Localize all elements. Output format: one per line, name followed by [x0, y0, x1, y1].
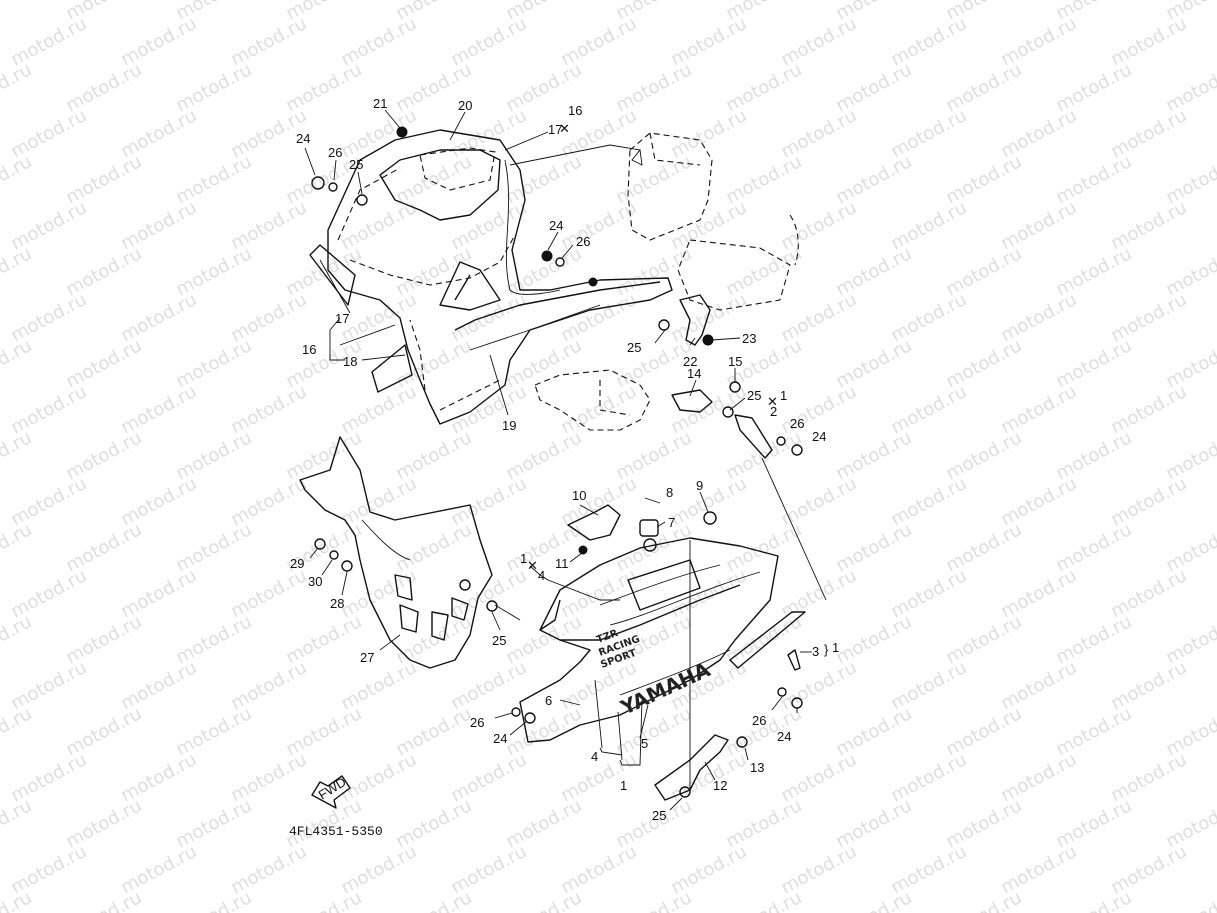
callout-1: 1	[520, 551, 527, 566]
callout-13: 13	[750, 760, 764, 775]
bracket-glyph: ✕	[767, 394, 778, 409]
bracket-part-12	[654, 734, 748, 801]
stay-part-2	[734, 414, 773, 459]
watermark-text: motod.ru	[0, 0, 35, 24]
decal-panels-17-18	[309, 244, 413, 393]
callout-24: 24	[493, 731, 507, 746]
callout-30: 30	[308, 574, 322, 589]
callout-20: 20	[458, 98, 472, 113]
callout-16: 16	[568, 103, 582, 118]
callout-26: 26	[470, 715, 484, 730]
callout-7: 7	[668, 515, 675, 530]
watermark-text: motod.ru	[0, 427, 35, 484]
bracket-part-22	[658, 294, 711, 346]
callout-3: 3	[812, 644, 819, 659]
callout-29: 29	[290, 556, 304, 571]
callout-1: 1	[780, 388, 787, 403]
callout-17: 17	[548, 122, 562, 137]
callout-4: 4	[591, 749, 598, 764]
watermark-text: motod.ru	[62, 887, 145, 913]
watermark-text: motod.ru	[0, 795, 35, 852]
callout-24: 24	[777, 729, 791, 744]
watermark-text: motod.ru	[1162, 59, 1217, 116]
watermark-text: motod.ru	[0, 703, 35, 760]
callout-17: 17	[335, 311, 349, 326]
watermark-text: motod.ru	[0, 243, 35, 300]
watermark-text: motod.ru	[1162, 335, 1217, 392]
callout-21: 21	[373, 96, 387, 111]
watermark-text: motod.ru	[1162, 887, 1217, 913]
watermark-text: motod.ru	[722, 887, 805, 913]
mount-parts-7-11	[567, 497, 717, 555]
watermark-text: motod.ru	[0, 335, 35, 392]
assembly-guide-lines	[494, 457, 827, 790]
callout-14: 14	[687, 366, 701, 381]
bracket-part-14	[671, 381, 741, 418]
callout-26: 26	[790, 416, 804, 431]
callout-16: 16	[302, 342, 316, 357]
callout-26: 26	[576, 234, 590, 249]
watermark-text: motod.ru	[0, 519, 35, 576]
callout-25: 25	[747, 388, 761, 403]
bracket-glyph: }	[824, 642, 829, 657]
upper-fairing-part-19	[327, 129, 673, 425]
watermark-text: motod.ru	[1162, 427, 1217, 484]
bracket-glyph: ✕	[527, 558, 538, 573]
callout-27: 27	[360, 650, 374, 665]
callout-18: 18	[343, 354, 357, 369]
watermark-text: motod.ru	[832, 887, 915, 913]
watermark-text: motod.ru	[392, 887, 475, 913]
watermark-text: motod.ru	[0, 611, 35, 668]
callout-10: 10	[572, 488, 586, 503]
callout-22: 22	[683, 354, 697, 369]
callout-25: 25	[492, 633, 506, 648]
watermark-text: motod.ru	[172, 887, 255, 913]
callout-15: 15	[728, 354, 742, 369]
watermark-text: motod.ru	[502, 887, 585, 913]
watermark-text: motod.ru	[1052, 887, 1135, 913]
callout-24: 24	[296, 131, 310, 146]
fasteners-lower-right	[511, 649, 803, 724]
callout-labels: ✕ ✕ ✕ } 21 20 16 17 24 26 25 24 26 17 16…	[290, 96, 839, 823]
watermark-text: motod.ru	[1162, 243, 1217, 300]
callout-1: 1	[620, 778, 627, 793]
callout-28: 28	[330, 596, 344, 611]
callout-19: 19	[502, 418, 516, 433]
watermark-text: motod.ru	[1162, 703, 1217, 760]
bracket-glyph: ✕	[559, 121, 570, 136]
watermark-text: motod.ru	[942, 887, 1025, 913]
callout-25: 25	[652, 808, 666, 823]
watermark-text: motod.ru	[1162, 795, 1217, 852]
inner-panel-part-27	[299, 436, 493, 669]
watermark-text: motod.ru	[1162, 611, 1217, 668]
callout-24: 24	[812, 429, 826, 444]
diagram-code: 4FL4351-5350	[289, 824, 383, 839]
callout-24: 24	[549, 218, 563, 233]
callout-12: 12	[713, 778, 727, 793]
headlight-bracket-assembly	[627, 132, 799, 311]
callout-25: 25	[627, 340, 641, 355]
watermark-text: motod.ru	[1162, 151, 1217, 208]
callout-11: 11	[555, 556, 569, 571]
watermark-text: motod.ru	[0, 59, 35, 116]
callout-26: 26	[752, 713, 766, 728]
callout-9: 9	[696, 478, 703, 493]
callout-2: 2	[770, 404, 777, 419]
callout-25: 25	[349, 157, 363, 172]
watermark-text: motod.ru	[1162, 519, 1217, 576]
watermark-text: motod.ru	[282, 887, 365, 913]
callout-8: 8	[666, 485, 673, 500]
callout-6: 6	[545, 693, 552, 708]
callout-1: 1	[832, 640, 839, 655]
callout-5: 5	[641, 736, 648, 751]
watermark-text: motod.ru	[612, 887, 695, 913]
callout-4: 4	[538, 568, 545, 583]
callout-26: 26	[328, 145, 342, 160]
watermark-text: motod.ru	[0, 151, 35, 208]
callout-23: 23	[742, 331, 756, 346]
frame-section	[534, 369, 651, 431]
